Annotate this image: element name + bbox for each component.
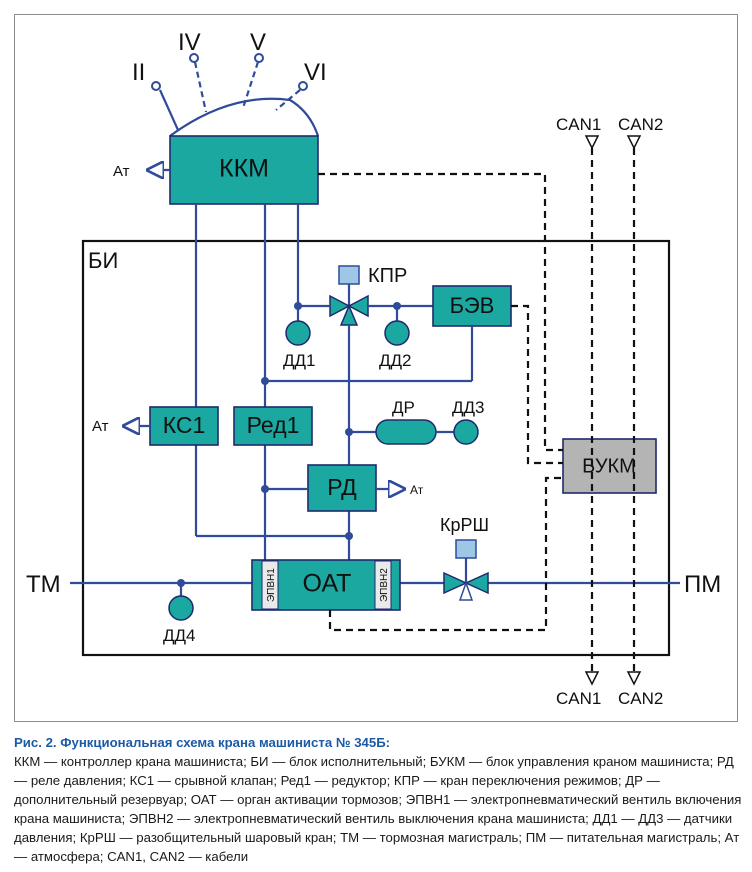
port-v-icon: [254, 53, 264, 63]
dd2-label: ДД2: [379, 351, 411, 370]
dd1-label: ДД1: [283, 351, 315, 370]
krsh-actuator-icon: [455, 539, 477, 559]
bukm-block: [562, 438, 657, 494]
port-ii-icon: [151, 81, 161, 91]
rd-block: [307, 464, 377, 512]
red1-block: [233, 406, 313, 446]
port-iv-icon: [189, 53, 199, 63]
can1-bottom-label: CAN1: [556, 689, 601, 708]
diagram-frame: [14, 14, 738, 722]
port-vi-label: VI: [304, 59, 327, 86]
kkm-at-label: Ат: [113, 163, 130, 180]
can2-bottom-arrow-icon: [626, 671, 642, 686]
dd3-sensor-icon: [453, 419, 479, 445]
can1-bottom-arrow-icon: [584, 671, 600, 686]
red1-label: Ред1: [247, 412, 300, 438]
epvn2-block: [374, 560, 392, 610]
dr-label: ДР: [392, 398, 415, 417]
kpr-actuator-icon: [338, 265, 360, 285]
bi-box: [81, 239, 671, 657]
bi-label: БИ: [88, 248, 118, 273]
krsh-label: КрРШ: [440, 515, 489, 535]
port-ii-label: II: [132, 59, 145, 86]
caption-title: Рис. 2. Функциональная схема крана машин…: [14, 735, 391, 750]
dd2-sensor-icon: [384, 320, 410, 346]
rd-at-label: Ат: [410, 483, 424, 497]
bukm-label: БУКМ: [582, 455, 636, 477]
dd4-label: ДД4: [163, 626, 195, 645]
port-v-label: V: [250, 29, 266, 56]
can2-top-label: CAN2: [618, 115, 663, 134]
caption-body: ККМ — контроллер крана машиниста; БИ — б…: [14, 754, 742, 864]
oat-bukm-link: [328, 476, 563, 632]
kpr-label: КПР: [368, 265, 407, 287]
can2-bottom-label: CAN2: [618, 689, 663, 708]
port-vi-icon: [298, 81, 308, 91]
kkm-dome: [169, 97, 320, 137]
can2-top-arrow-icon: [626, 135, 642, 150]
dd4-sensor-icon: [168, 595, 194, 621]
krsh-valve-icon: [443, 571, 468, 595]
figure-caption: Рис. 2. Функциональная схема крана машин…: [14, 733, 742, 866]
bev-label: БЭВ: [450, 293, 495, 318]
tm-label: ТМ: [26, 571, 61, 598]
epvn1-block: [261, 560, 279, 610]
bev-bukm-link: [511, 304, 563, 465]
functional-diagram: БИ II IV V VI ККМ Ат КПР ДД1 ДД2 БЭВ КС1: [26, 29, 721, 708]
dr-reservoir-icon: [375, 419, 437, 445]
epvn1-label: ЭПВН1: [266, 568, 277, 602]
kkm-label: ККМ: [219, 155, 269, 183]
kkm-block: [169, 135, 319, 205]
rd-label: РД: [327, 474, 357, 500]
port-iv-label: IV: [178, 29, 201, 56]
ks1-at-label: Ат: [92, 418, 109, 435]
dd1-sensor-icon: [285, 320, 311, 346]
can1-top-arrow-icon: [584, 135, 600, 150]
oat-label: ОАТ: [303, 570, 352, 598]
epvn2-label: ЭПВН2: [379, 568, 390, 602]
dd3-label: ДД3: [452, 398, 484, 417]
ks1-label: КС1: [163, 412, 206, 438]
kkm-bukm-link: [318, 172, 563, 452]
can1-top-label: CAN1: [556, 115, 601, 134]
pm-label: ПМ: [684, 571, 721, 598]
